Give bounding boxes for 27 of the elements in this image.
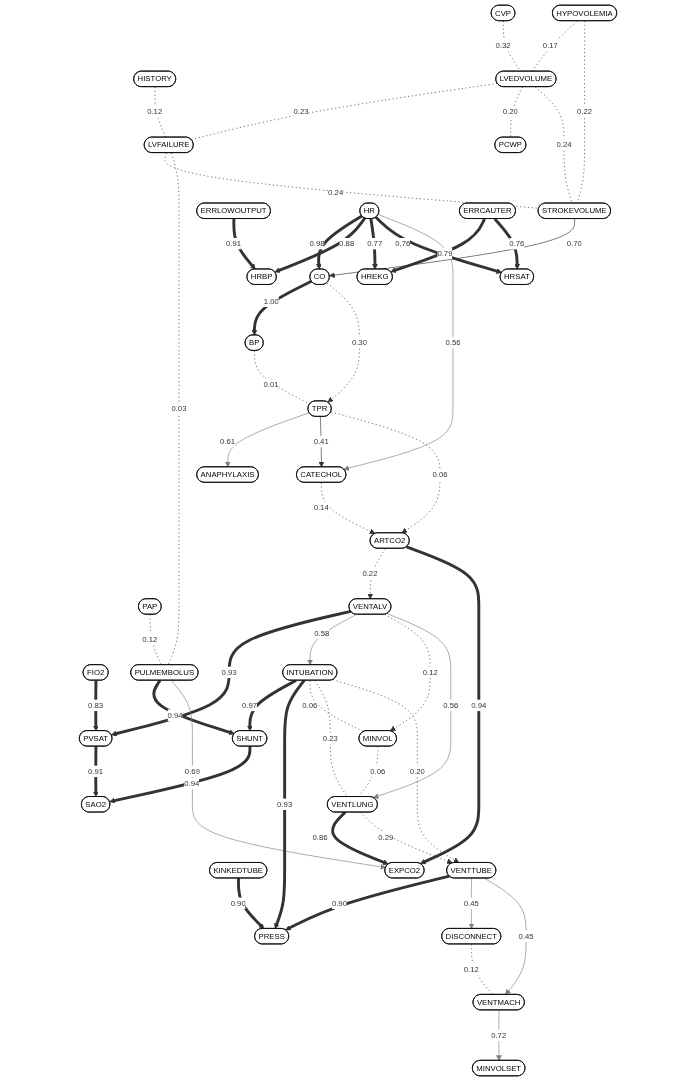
arrow — [316, 214, 363, 270]
connector — [164, 152, 540, 209]
arrow — [274, 217, 366, 273]
arrow — [374, 216, 503, 274]
connector — [314, 680, 348, 798]
arrow — [274, 679, 306, 929]
arrow — [247, 679, 297, 732]
arrow — [109, 746, 252, 804]
arrow — [152, 679, 235, 735]
arrow — [369, 218, 378, 270]
connector — [309, 680, 364, 732]
connector — [254, 350, 311, 405]
connector — [510, 86, 523, 138]
arrow — [237, 878, 265, 929]
arrow — [251, 280, 313, 336]
arrow — [232, 218, 256, 270]
arrow — [111, 609, 352, 737]
connector — [167, 152, 180, 666]
arrow — [285, 874, 450, 931]
connector — [576, 20, 586, 204]
connector — [149, 614, 162, 666]
arrow — [390, 218, 486, 273]
arrow — [331, 811, 389, 865]
connector — [471, 943, 493, 995]
arrow — [406, 545, 481, 865]
arrow — [493, 217, 520, 270]
connector — [154, 86, 167, 138]
